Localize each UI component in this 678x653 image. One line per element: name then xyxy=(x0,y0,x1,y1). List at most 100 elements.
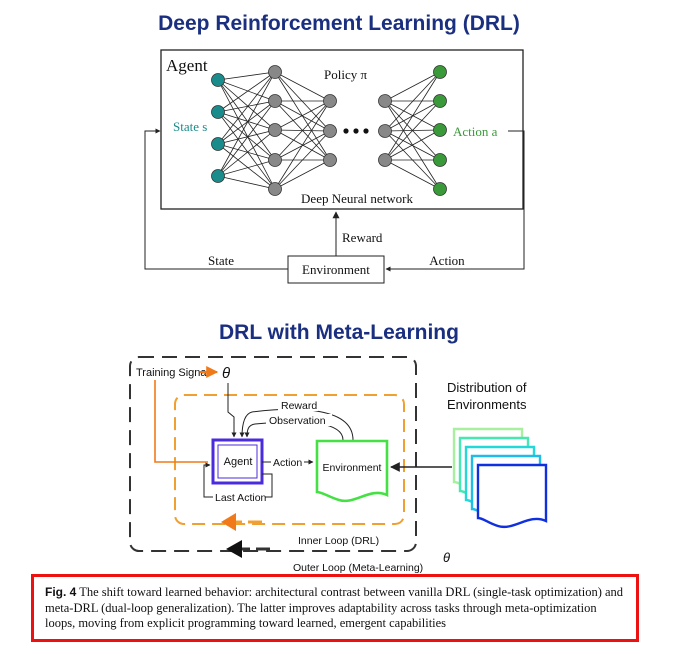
nn-connection xyxy=(274,100,331,190)
hidden-node xyxy=(268,94,282,108)
action-edge-label: Action xyxy=(429,253,465,268)
output-node xyxy=(433,182,447,196)
nn-connection xyxy=(384,71,441,161)
nn-connection xyxy=(217,129,276,177)
drl-heading: Deep Reinforcement Learning (DRL) xyxy=(158,12,520,35)
nn-connection xyxy=(217,143,276,190)
nn-connection xyxy=(217,79,276,161)
nn-connection xyxy=(384,100,441,161)
hidden-node xyxy=(268,123,282,137)
nn-connection xyxy=(217,143,276,161)
nn-connection xyxy=(217,159,276,177)
nn-connection xyxy=(217,129,276,145)
nn-connection xyxy=(274,71,331,102)
hidden-node xyxy=(268,182,282,196)
meta-heading: DRL with Meta-Learning xyxy=(219,321,459,344)
nn-connection xyxy=(384,130,441,161)
drl-environment-box xyxy=(287,255,385,284)
nn-connection xyxy=(217,79,276,131)
inner-loop-box xyxy=(174,394,405,525)
theta-bottom: θ xyxy=(443,550,450,565)
nn-connection xyxy=(217,79,276,190)
output-node xyxy=(433,153,447,167)
nn-connection xyxy=(217,100,276,113)
drl-environment-label: Environment xyxy=(302,262,370,277)
nn-connection xyxy=(384,71,441,102)
training-signal-label: Training Signal xyxy=(136,367,209,379)
meta-agent-inner-border xyxy=(217,444,258,479)
input-node xyxy=(211,73,225,87)
observation-label-bg xyxy=(266,414,332,426)
action-output-arrow xyxy=(385,130,525,272)
nn-connection xyxy=(217,71,276,81)
last-action-label: Last Action xyxy=(215,492,267,504)
nn-connection xyxy=(217,100,276,177)
outer-loop-label: Outer Loop (Meta-Learning) xyxy=(293,562,423,574)
nn-connection xyxy=(384,71,441,132)
nn-connection xyxy=(217,100,276,145)
theta-to-agent-arrow xyxy=(227,383,237,438)
nn-connection xyxy=(217,71,276,177)
observation-feedback-arrow xyxy=(244,421,344,441)
policy-label: Policy π xyxy=(324,67,367,82)
distribution-label-line2: Environments xyxy=(447,397,527,412)
meta-agent-box xyxy=(211,438,264,485)
state-feedback-arrow xyxy=(144,128,288,270)
nn-connection xyxy=(217,79,276,102)
environment-card-5 xyxy=(476,463,548,529)
meta-environment-label: Environment xyxy=(323,462,382,474)
hidden-node xyxy=(323,124,337,138)
meta-action-label: Action xyxy=(273,457,302,469)
nn-connection xyxy=(274,130,331,190)
agent-label: Agent xyxy=(166,56,208,75)
training-signal-path xyxy=(154,380,208,463)
nn-connection xyxy=(217,175,276,190)
meta-environment-box xyxy=(315,439,389,503)
nn-connection xyxy=(384,129,441,161)
nn-connection xyxy=(274,100,331,132)
nn-connection xyxy=(274,100,331,161)
neural-network-connections xyxy=(217,71,441,190)
nn-connection xyxy=(217,71,276,145)
meta-agent-label: Agent xyxy=(224,456,253,468)
output-node xyxy=(433,123,447,137)
neural-network-nodes xyxy=(211,65,447,196)
meta-observation-label: Observation xyxy=(269,415,326,427)
nn-connection xyxy=(384,159,441,190)
outer-loop-arrowhead xyxy=(226,540,242,558)
hidden-node xyxy=(378,153,392,167)
action-label: Action a xyxy=(453,124,498,139)
input-node xyxy=(211,137,225,151)
hidden-node xyxy=(268,65,282,79)
figure-canvas: Deep Reinforcement Learning (DRL) Agent … xyxy=(129,12,548,574)
caption-label: Fig. 4 xyxy=(45,585,77,599)
hidden-node xyxy=(268,153,282,167)
distribution-label-line1: Distribution of xyxy=(447,380,527,395)
last-action-label-bg xyxy=(213,491,265,503)
nn-connection xyxy=(217,111,276,190)
environment-stack xyxy=(452,427,548,529)
caption-text: The shift toward learned behavior: archi… xyxy=(45,585,624,630)
caption-box: Fig. 4 The shift toward learned behavior… xyxy=(31,574,639,642)
inner-loop-arrowhead xyxy=(221,513,236,531)
nn-connection xyxy=(274,100,331,131)
inner-loop-label: Inner Loop (DRL) xyxy=(298,535,379,547)
nn-connection xyxy=(217,71,276,113)
output-node xyxy=(433,65,447,79)
reward-feedback-arrow xyxy=(239,408,354,441)
hidden-node xyxy=(378,94,392,108)
input-node xyxy=(211,169,225,183)
hidden-node xyxy=(378,124,392,138)
nn-connection xyxy=(217,111,276,131)
outer-loop-box xyxy=(129,356,417,552)
reward-label-bg xyxy=(278,399,318,411)
input-node xyxy=(211,105,225,119)
state-label: State s xyxy=(173,119,207,134)
output-node xyxy=(433,94,447,108)
hidden-node xyxy=(323,153,337,167)
nn-connection xyxy=(274,159,331,190)
nn-connection xyxy=(217,111,276,161)
meta-reward-label: Reward xyxy=(281,400,317,412)
nn-connection xyxy=(274,71,331,132)
agent-box xyxy=(160,49,524,210)
